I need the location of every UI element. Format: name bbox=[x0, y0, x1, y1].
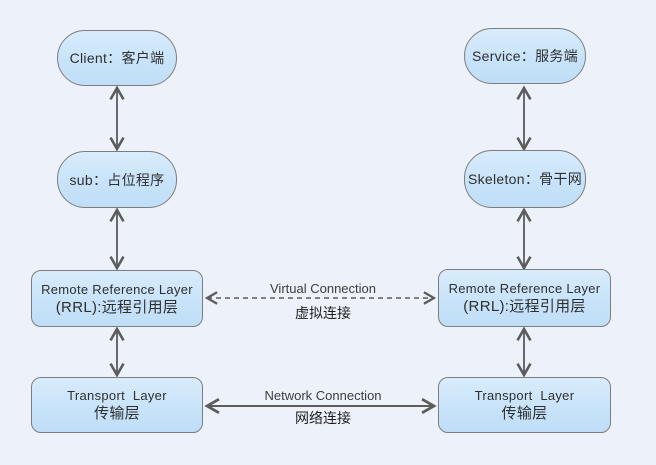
node-client-label: Client：客户端 bbox=[69, 50, 165, 66]
node-client: Client：客户端 bbox=[57, 30, 177, 86]
node-sub: sub：占位程序 bbox=[57, 151, 177, 208]
node-sub-label: sub：占位程序 bbox=[69, 171, 165, 188]
node-rrl-left-line2: (RRL):远程引用层 bbox=[55, 298, 179, 316]
node-skeleton-label: Skeleton：骨干网 bbox=[467, 171, 583, 187]
node-rrl-left-line1: Remote Reference Layer bbox=[41, 281, 193, 297]
node-rrl-left: Remote Reference Layer (RRL):远程引用层 bbox=[31, 270, 203, 327]
node-transport-left-line2: 传输层 bbox=[94, 405, 140, 422]
node-skeleton: Skeleton：骨干网 bbox=[464, 150, 586, 208]
node-transport-right: Transport Layer 传输层 bbox=[438, 377, 611, 433]
network-connection-label-zh: 网络连接 bbox=[295, 410, 351, 426]
virtual-connection-label-en: Virtual Connection bbox=[270, 281, 376, 296]
node-transport-left: Transport Layer 传输层 bbox=[31, 377, 203, 433]
virtual-connection-label-zh: 虚拟连接 bbox=[295, 305, 351, 321]
node-rrl-right-line2: (RRL):远程引用层 bbox=[463, 298, 586, 315]
node-transport-right-line2: 传输层 bbox=[501, 405, 548, 422]
node-rrl-right-line1: Remote Reference Layer bbox=[448, 281, 601, 296]
node-service: Service：服务端 bbox=[464, 28, 586, 84]
node-transport-left-line1: Transport Layer bbox=[67, 388, 167, 403]
node-rrl-right: Remote Reference Layer (RRL):远程引用层 bbox=[438, 269, 611, 327]
network-connection-label-en: Network Connection bbox=[264, 388, 382, 403]
node-transport-right-line1: Transport Layer bbox=[474, 388, 575, 403]
node-service-label: Service：服务端 bbox=[472, 48, 578, 64]
